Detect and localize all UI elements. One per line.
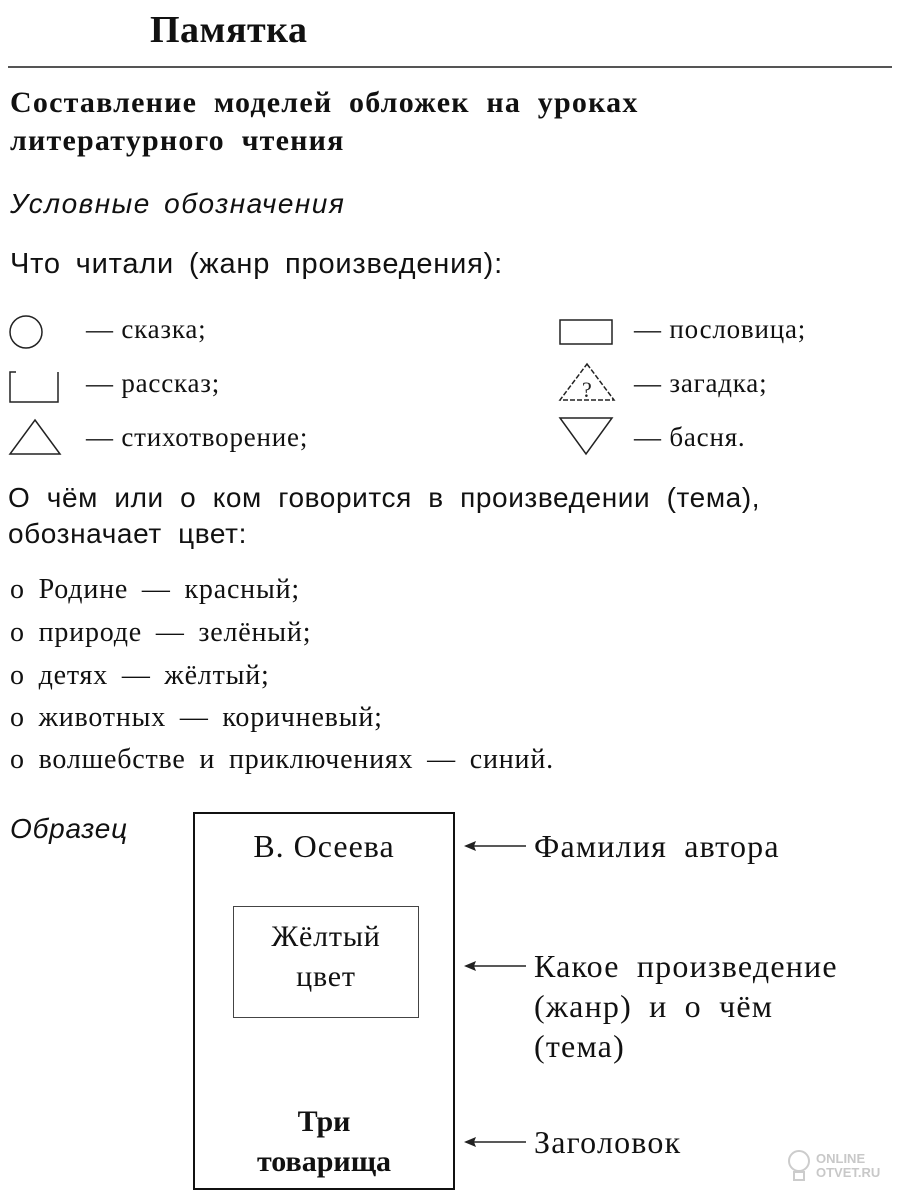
genre-label-basnya: — басня. [634, 422, 746, 452]
watermark-line-1: ONLINE [816, 1151, 866, 1166]
theme-question-line-2: обозначает цвет: [8, 518, 247, 549]
title-divider [8, 66, 892, 68]
annotation-genre: Какое произведение (жанр) и о чём (тема) [534, 946, 838, 1066]
arrow-left-icon [464, 1137, 526, 1147]
genre-label-poslovitsa: — пословица; [634, 314, 807, 344]
genre-label-rasskaz: — рассказ; [86, 368, 221, 398]
open-rectangle-icon [9, 371, 59, 403]
theme-item-zhivotnye: о животных — коричневый; [10, 702, 383, 733]
watermark: ONLINE OTVET.RU [786, 1146, 886, 1190]
lightbulb-icon [788, 1150, 810, 1181]
genre-label-zagadka: — загадка; [634, 368, 768, 398]
triangle-question-icon: ? [558, 362, 616, 402]
genre-label-skazka: — сказка; [86, 314, 207, 344]
cover-author: В. Осеева [253, 828, 395, 864]
arrow-left-icon [464, 841, 526, 851]
annotation-genre-line-1: Какое произведение [534, 948, 838, 984]
page-title: Памятка [150, 9, 308, 51]
theme-item-priroda: о природе — зелёный; [10, 617, 312, 648]
cover-title-line-2: товарища [256, 1145, 392, 1178]
theme-item-volshebstvo: о волшебстве и приключениях — синий. [10, 744, 554, 775]
cover-color-line-1: Жёлтый [271, 920, 381, 953]
annotation-genre-line-3: (тема) [534, 1028, 625, 1064]
genre-label-stikhotvorenie: — стихотворение; [86, 422, 309, 452]
section-heading-line-1: Составление моделей обложек на уроках [10, 86, 639, 119]
theme-question-line-1: О чём или о ком говорится в произведении… [8, 482, 761, 513]
circle-icon [9, 315, 43, 349]
legend-heading: Условные обозначения [10, 188, 346, 219]
watermark-line-2: OTVET.RU [816, 1165, 881, 1180]
section-heading: Составление моделей обложек на уроках ли… [10, 84, 639, 160]
inverted-triangle-icon [558, 417, 614, 456]
cover-title: Три товарища [195, 1102, 453, 1182]
rectangle-icon [559, 319, 613, 345]
annotation-genre-line-2: (жанр) и о чём [534, 988, 774, 1024]
annotation-author: Фамилия автора [534, 828, 780, 864]
question-mark-glyph: ? [582, 377, 592, 402]
cover-genre-box: Жёлтый цвет [233, 906, 419, 1018]
theme-question: О чём или о ком говорится в произведении… [8, 480, 760, 552]
theme-item-rodina: о Родине — красный; [10, 574, 300, 605]
annotation-title: Заголовок [534, 1124, 682, 1160]
cover-color-line-2: цвет [296, 960, 356, 993]
genre-question: Что читали (жанр произведения): [10, 248, 503, 280]
triangle-icon [8, 418, 62, 455]
sample-label: Образец [10, 813, 128, 844]
book-cover-sample: В. Осеева Жёлтый цвет Три товарища [193, 812, 455, 1190]
section-heading-line-2: литературного чтения [10, 124, 345, 157]
arrow-left-icon [464, 961, 526, 971]
theme-item-deti: о детях — жёлтый; [10, 660, 270, 691]
cover-title-line-1: Три [297, 1105, 351, 1138]
